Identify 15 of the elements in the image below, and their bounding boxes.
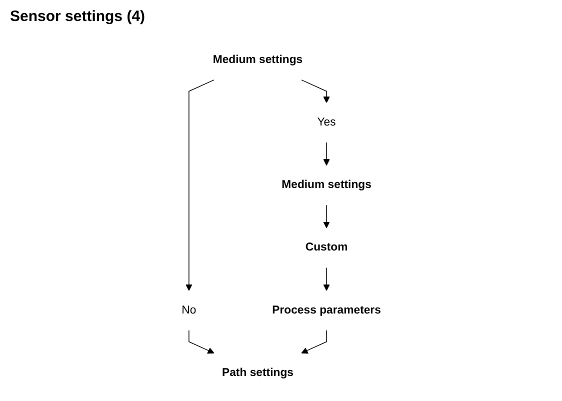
diagram-title: Sensor settings (4) <box>10 8 146 25</box>
arrow <box>322 204 330 228</box>
node-text: No <box>181 303 196 316</box>
arrow <box>322 267 330 291</box>
node-text: Yes <box>316 116 336 128</box>
node-text: Process parameters <box>272 303 381 316</box>
node-text: Medium settings <box>281 178 372 192</box>
node-text: Path settings <box>222 366 294 379</box>
node-text: Custom <box>305 240 348 254</box>
arrow <box>300 330 327 354</box>
arrow <box>300 80 330 103</box>
arrow <box>188 330 214 354</box>
arrow <box>185 80 214 291</box>
arrow <box>322 142 330 166</box>
node-text: Medium settings <box>212 52 302 66</box>
